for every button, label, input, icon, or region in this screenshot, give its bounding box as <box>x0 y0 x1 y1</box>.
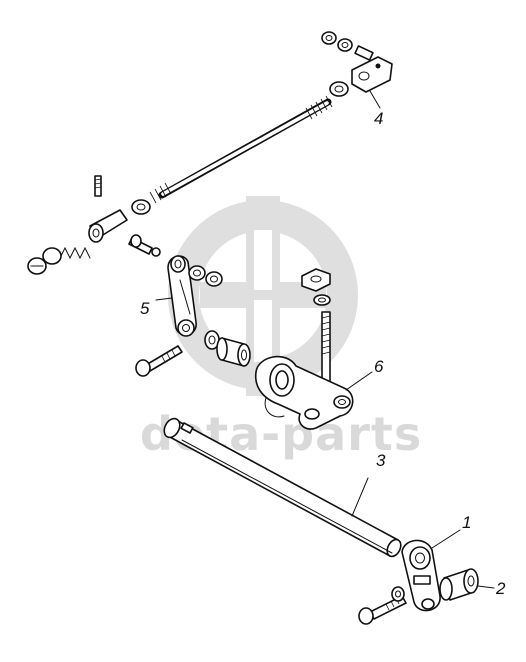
callout-2: 2 <box>495 579 506 598</box>
part-1-lower-lever <box>401 529 461 612</box>
part-3-shaft <box>163 417 402 558</box>
lower-bolt-and-washer <box>358 586 407 625</box>
callout-3: 3 <box>376 451 386 470</box>
bushing-and-washers <box>204 330 251 367</box>
callout-4: 4 <box>374 109 383 128</box>
part-6-bracket <box>254 268 373 430</box>
callout-1: 1 <box>462 513 471 532</box>
callout-6: 6 <box>374 357 384 376</box>
part-5-lever <box>135 255 223 377</box>
callout-5: 5 <box>140 299 150 318</box>
part-4-rod-assembly <box>131 31 393 215</box>
part-2-bushing <box>439 568 495 601</box>
rod-end-fittings <box>27 175 161 275</box>
